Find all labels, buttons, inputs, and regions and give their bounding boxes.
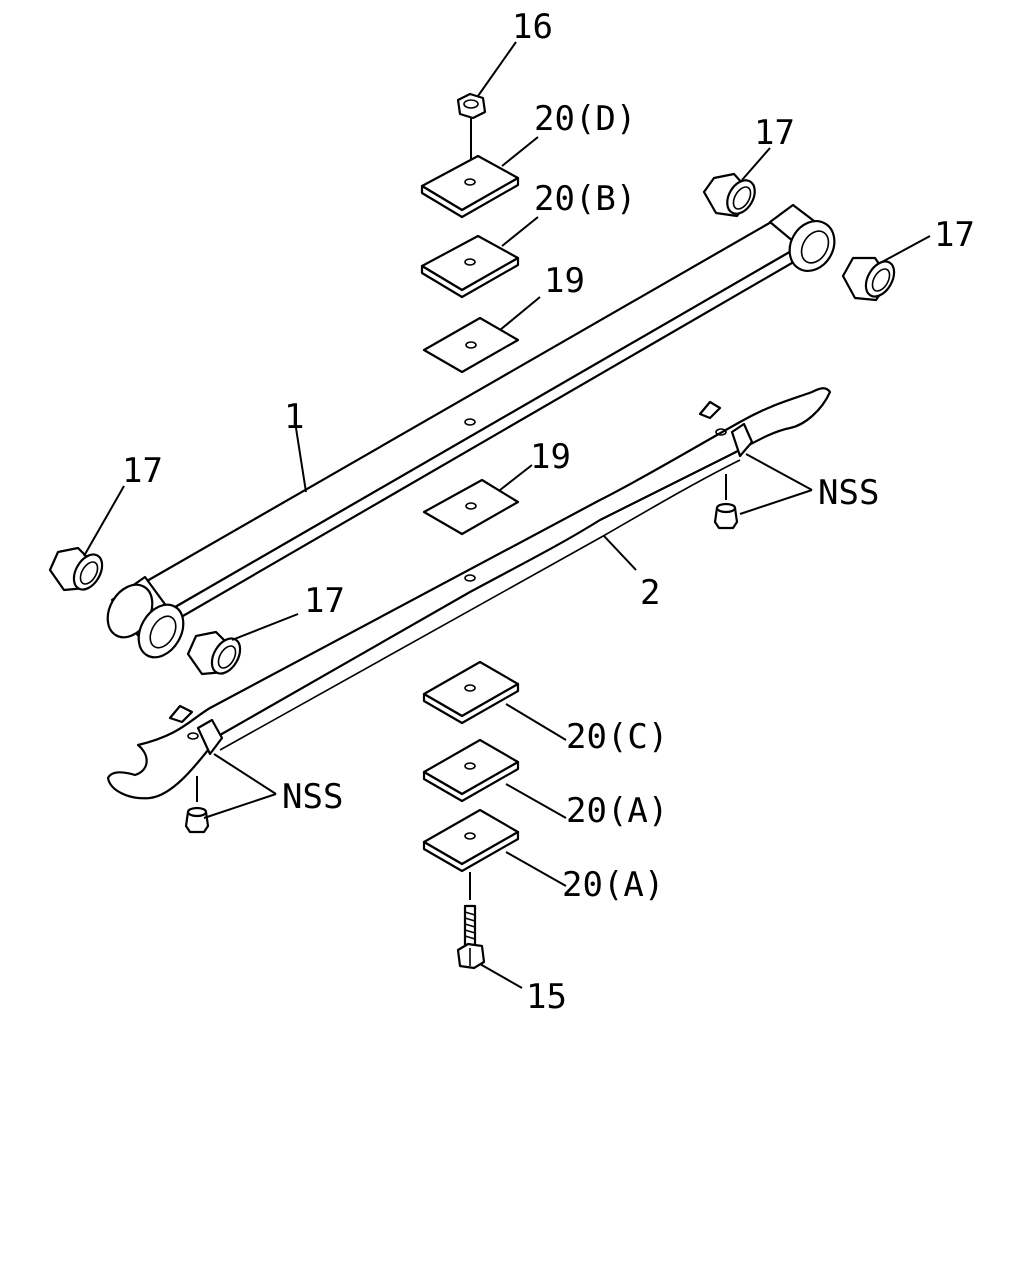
plate-20d xyxy=(420,154,520,219)
callout-20b: 20(B) xyxy=(534,179,636,219)
bushing-17-right xyxy=(841,256,896,302)
callout-17-left: 17 xyxy=(122,451,163,491)
bushing-17-top xyxy=(702,172,756,218)
callout-19-top: 19 xyxy=(544,261,585,301)
plate-20b xyxy=(420,234,520,299)
callout-nss-right: NSS xyxy=(818,473,879,513)
callout-2: 2 xyxy=(640,573,660,613)
bolt-part-15 xyxy=(456,872,486,970)
callout-17-top: 17 xyxy=(754,113,795,153)
plate-20a-lower xyxy=(422,808,520,873)
callout-19-mid: 19 xyxy=(530,437,571,477)
plate-20a-upper xyxy=(422,738,520,803)
callout-20d: 20(D) xyxy=(534,99,636,139)
nut-part-16 xyxy=(456,92,487,175)
nss-screw-left xyxy=(184,776,210,834)
nss-screw-right xyxy=(713,474,739,530)
callout-20a-1: 20(A) xyxy=(566,791,668,831)
callout-15: 15 xyxy=(526,977,567,1017)
callout-nss-left: NSS xyxy=(282,777,343,817)
callout-1: 1 xyxy=(284,397,304,437)
callout-17-mid: 17 xyxy=(304,581,345,621)
callout-labels: 16 20(D) 20(B) 19 17 17 1 17 19 NSS 17 2… xyxy=(122,7,975,1017)
callout-20c: 20(C) xyxy=(566,717,668,757)
bushing-17-left xyxy=(48,546,104,592)
plate-20c xyxy=(422,660,520,725)
leaf-spring-part-1 xyxy=(106,203,836,659)
pad-19-top xyxy=(422,316,520,374)
bushing-17-mid xyxy=(186,630,242,676)
leaf-spring-part-2 xyxy=(106,387,832,800)
callout-16: 16 xyxy=(512,7,553,47)
leader-lines xyxy=(83,41,931,989)
callout-20a-2: 20(A) xyxy=(562,865,664,905)
pad-19-mid xyxy=(422,478,520,536)
callout-17-right: 17 xyxy=(934,215,975,255)
